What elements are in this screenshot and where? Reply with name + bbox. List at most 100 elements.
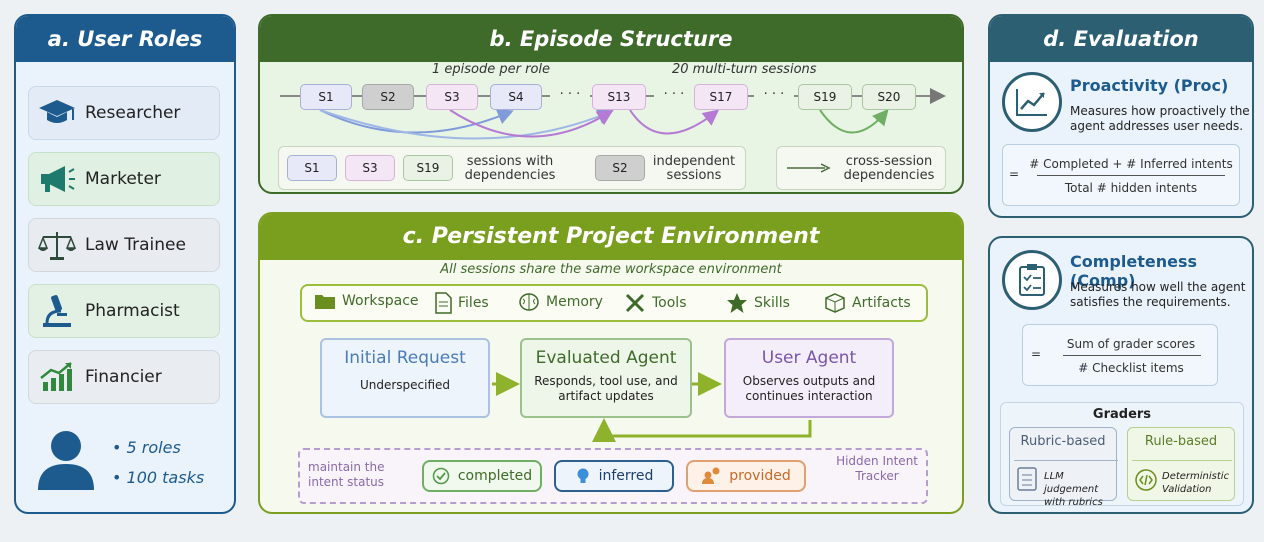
grader-rubric: Rubric-based LLM judgement with rubrics: [1009, 427, 1118, 508]
proc-numerator: # Completed + # Inferred intents: [1029, 157, 1233, 171]
stat-roles: • 5 roles: [112, 438, 181, 457]
status-label: completed: [457, 468, 533, 484]
legend-sessions: S1 S3 S19 sessions with dependencies S2 …: [278, 146, 746, 190]
lightbulb-icon: [577, 468, 589, 483]
file-icon: [435, 292, 452, 314]
brain-icon: [519, 293, 539, 311]
ellipsis: · · ·: [754, 88, 794, 102]
user-desc-1: Observes outputs and: [742, 374, 876, 388]
role-pharmacist: Pharmacist: [28, 284, 220, 338]
cube-icon: [825, 293, 845, 313]
legend-cross: cross-session dependencies: [776, 146, 946, 190]
flow-arrows: [492, 372, 812, 442]
tracker-left-2: intent status: [308, 475, 385, 489]
tracker-right-2: Tracker: [855, 469, 899, 483]
status-inferred: inferred: [554, 460, 674, 492]
check-circle-icon: [432, 467, 450, 485]
panel-episode-structure: b. Episode Structure 1 episode per role …: [258, 14, 964, 194]
scales-icon: [29, 228, 85, 262]
rubric-desc-1: LLM judgement: [1044, 471, 1099, 495]
role-researcher: Researcher: [28, 86, 220, 140]
graders-box: Graders Rubric-based LLM judgement with …: [1000, 402, 1244, 508]
initial-title: Initial Request: [344, 348, 466, 368]
sessions-note: 20 multi-turn sessions: [672, 62, 817, 77]
ws-label: Memory: [546, 294, 603, 310]
comp-formula: = Sum of grader scores # Checklist items: [1022, 324, 1218, 386]
evaluated-desc-1: Responds, tool use, and: [534, 374, 678, 388]
code-check-icon: [1135, 469, 1157, 491]
ws-label: Files: [458, 295, 489, 311]
role-law-trainee: Law Trainee: [28, 218, 220, 272]
session-node: S19: [798, 84, 852, 110]
legend-indep-label: independent sessions: [652, 154, 736, 183]
fraction-bar: [1063, 355, 1201, 356]
stat-tasks: • 100 tasks: [112, 468, 205, 487]
episode-note: 1 episode per role: [432, 62, 551, 77]
tracker-right-text: Hidden Intent Tracker: [836, 454, 918, 484]
session-node: S20: [862, 84, 916, 110]
evaluated-agent-box: Evaluated Agent Responds, tool use, and …: [520, 338, 692, 418]
ellipsis: · · ·: [654, 88, 694, 102]
panel-d-title: d. Evaluation: [990, 16, 1252, 62]
ellipsis: · · ·: [550, 88, 590, 102]
legend-dep-label: sessions with dependencies: [464, 154, 556, 183]
rule-desc-2: Validation: [1162, 484, 1212, 495]
session-node: S4: [490, 84, 542, 110]
legend-cross-label: cross-session dependencies: [843, 154, 935, 183]
ws-artifacts: Artifacts: [824, 292, 911, 314]
ws-memory: Memory: [518, 292, 603, 312]
rubric-title: Rubric-based: [1020, 434, 1106, 449]
role-label: Marketer: [85, 169, 161, 189]
proc-eq: =: [1009, 167, 1020, 181]
user-avatar-icon: [36, 428, 96, 496]
user-chat-icon: [702, 467, 720, 484]
legend-node: S19: [403, 155, 453, 181]
proc-formula: = # Completed + # Inferred intents Total…: [1002, 144, 1240, 206]
role-label: Pharmacist: [85, 301, 180, 321]
comp-denominator: # Checklist items: [1078, 361, 1184, 375]
tracker-left-1: maintain the: [308, 460, 385, 474]
role-label: Researcher: [85, 103, 181, 123]
proc-title: Proactivity (Proc): [1070, 76, 1229, 95]
comp-desc-2: satisfies the requirements.: [1070, 295, 1231, 309]
hidden-intent-tracker: maintain the intent status completed inf…: [298, 448, 928, 504]
session-node: S13: [592, 84, 646, 110]
status-label: inferred: [598, 468, 654, 484]
growth-chart-icon: [29, 360, 85, 394]
rubric-desc: LLM judgement with rubrics: [1044, 470, 1116, 509]
ws-tools: Tools: [624, 292, 687, 314]
status-completed: completed: [422, 460, 542, 492]
panel-b-title: b. Episode Structure: [260, 16, 962, 62]
tools-icon: [625, 293, 645, 313]
session-node: S2: [362, 84, 414, 110]
user-agent-box: User Agent Observes outputs and continue…: [724, 338, 894, 418]
tracker-right-1: Hidden Intent: [836, 454, 918, 468]
rubric-desc-2: with rubrics: [1044, 497, 1103, 508]
ws-files: Files: [434, 292, 489, 314]
rule-desc-1: Deterministic: [1162, 471, 1230, 482]
rule-title: Rule-based: [1144, 434, 1218, 449]
checklist-icon: [1002, 250, 1062, 310]
comp-title: Completeness (Comp): [1070, 252, 1197, 290]
ws-workspace: Workspace: [314, 292, 419, 310]
ws-skills: Skills: [726, 292, 790, 314]
role-label: Law Trainee: [85, 235, 186, 255]
proc-desc-1: Measures how proactively the: [1070, 104, 1250, 118]
status-provided: provided: [686, 460, 806, 492]
user-desc-2: continues interaction: [745, 389, 873, 403]
session-node: S3: [426, 84, 478, 110]
tracker-left-text: maintain the intent status: [308, 460, 385, 490]
session-node: S17: [694, 84, 748, 110]
session-node: S1: [300, 84, 352, 110]
evaluated-title: Evaluated Agent: [535, 348, 677, 368]
proc-denominator: Total # hidden intents: [1064, 181, 1198, 195]
legend-node: S2: [595, 155, 645, 181]
graders-title: Graders: [1092, 407, 1152, 422]
cross-arrow-icon: [787, 163, 831, 173]
microscope-icon: [29, 293, 85, 329]
role-financier: Financier: [28, 350, 220, 404]
panel-project-environment: c. Persistent Project Environment All se…: [258, 212, 964, 514]
ws-label: Skills: [754, 295, 790, 311]
comp-eq: =: [1031, 347, 1042, 361]
